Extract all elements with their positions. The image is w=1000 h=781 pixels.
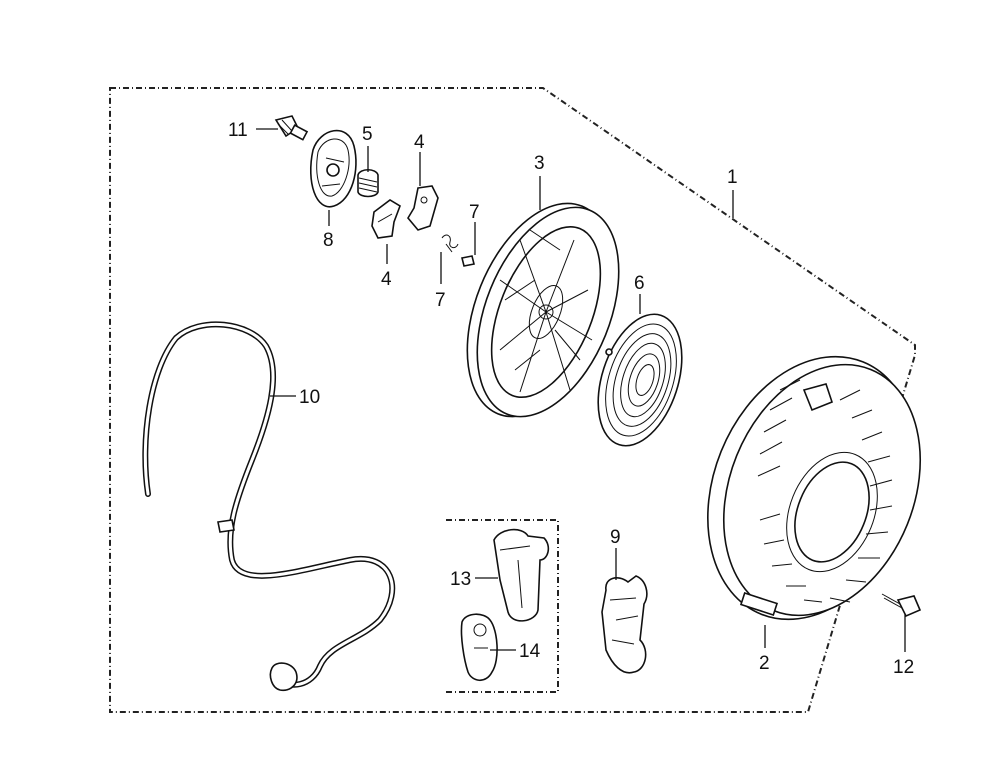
ratchet-part-4-upper	[407, 185, 439, 231]
callout-3: 3	[534, 153, 545, 174]
bolt-part-11	[274, 115, 309, 141]
callout-10: 10	[299, 387, 320, 408]
starter-rope-part-10	[142, 321, 396, 692]
inset-box-13-14	[446, 519, 559, 693]
callout-8: 8	[323, 230, 334, 251]
callout-12: 12	[893, 657, 914, 678]
grip-insert-part-14	[460, 613, 498, 682]
callout-4-lower: 4	[381, 269, 392, 290]
callout-13: 13	[450, 569, 471, 590]
callout-7-lower: 7	[435, 290, 446, 311]
ratchet-part-4-lower	[371, 199, 401, 239]
callout-1: 1	[727, 167, 738, 188]
callout-7-upper: 7	[469, 202, 480, 223]
starter-case-part-2	[707, 355, 922, 621]
callout-9: 9	[610, 527, 621, 548]
grip-part-13	[493, 528, 550, 622]
callout-4-upper: 4	[414, 132, 425, 153]
drive-plate-part-8	[309, 129, 357, 208]
leader-lines	[256, 128, 906, 652]
small-spring-part-7	[441, 234, 475, 267]
assembly-boundary	[109, 87, 916, 713]
screw-part-12	[881, 593, 922, 618]
callout-5: 5	[362, 124, 373, 145]
callout-11: 11	[228, 120, 248, 141]
callout-2: 2	[759, 653, 770, 674]
reel-part-3	[466, 202, 620, 418]
callout-14: 14	[519, 641, 541, 662]
spring-part-5	[357, 168, 379, 198]
rope-guide-part-9	[601, 575, 648, 674]
callout-6: 6	[634, 273, 645, 294]
spiral-spring-part-6	[597, 313, 683, 447]
